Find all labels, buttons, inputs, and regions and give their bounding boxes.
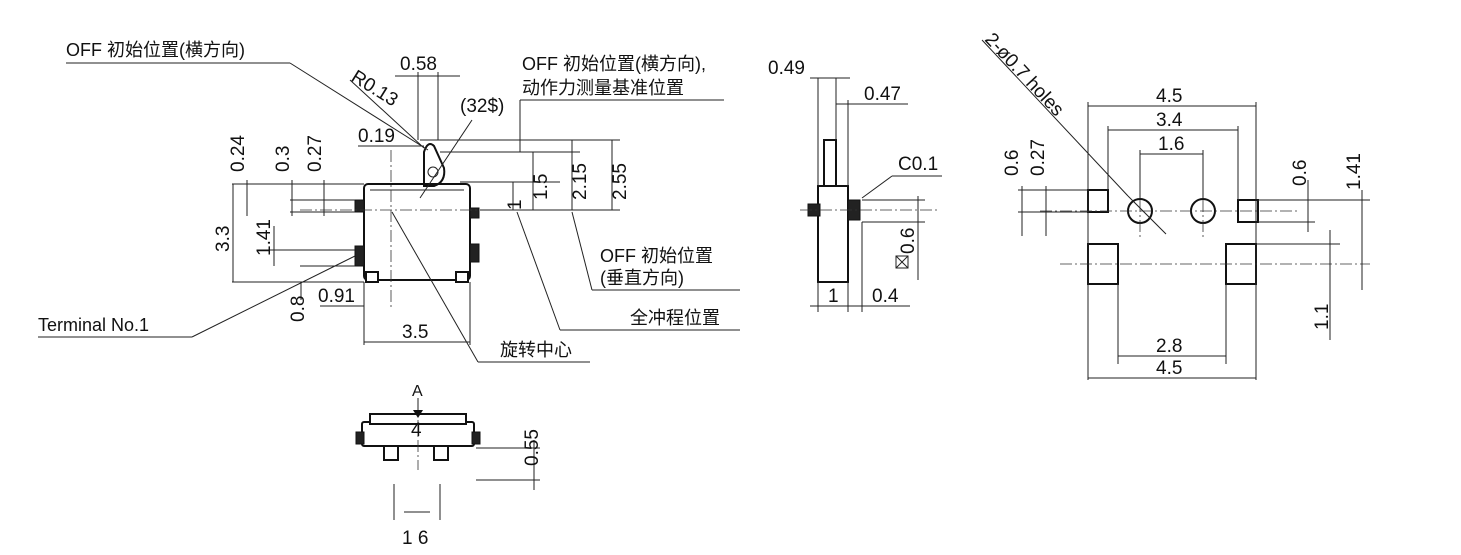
label-off-vertical-2: (垂直方向) — [600, 268, 684, 288]
dim-0-91: 0.91 — [318, 286, 355, 307]
dim-2-55: 2.55 — [610, 163, 631, 200]
label-off-vertical-1: OFF 初始位置 — [600, 246, 713, 266]
label-full-stroke: 全冲程位置 — [630, 308, 720, 328]
side-view — [800, 77, 942, 312]
footprint-view — [981, 39, 1370, 380]
dim-0-24: 0.24 — [228, 135, 249, 172]
dim-0-49: 0.49 — [768, 58, 805, 79]
dim-3-5: 3.5 — [402, 322, 428, 343]
actuator-lever — [423, 143, 446, 187]
dim-1-6-footprint: 1.6 — [1158, 134, 1184, 155]
dim-0-58: 0.58 — [400, 54, 437, 75]
dim-4-5-top: 4.5 — [1156, 86, 1182, 107]
dim-3-4: 3.4 — [1156, 110, 1183, 131]
label-off-horizontal-ref-1: OFF 初始位置(横方向), — [522, 54, 706, 74]
terminal-left-upper — [354, 199, 365, 213]
dim-0-4: 0.4 — [872, 286, 899, 307]
dim-4-5-bottom: 4.5 — [1156, 358, 1182, 379]
dim-1-side: 1 — [828, 286, 839, 307]
label-view-a: A — [412, 383, 423, 400]
label-rotation-center: 旋转中心 — [500, 340, 572, 360]
dim-0-19: 0.19 — [358, 126, 395, 147]
dim-2-8: 2.8 — [1156, 336, 1182, 357]
dim-2-15: 2.15 — [570, 163, 591, 200]
pad-small-right — [1237, 199, 1259, 223]
dim-0-27: 0.27 — [305, 135, 326, 172]
dim-0-6-side: 0.6 — [898, 228, 919, 254]
label-holes: 2-ø0.7 holes — [980, 29, 1067, 121]
terminal-right-lower — [469, 243, 480, 263]
dim-0-47: 0.47 — [864, 84, 901, 105]
dim-0-27-footprint: 0.27 — [1028, 139, 1049, 176]
dim-3-3: 3.3 — [213, 226, 234, 252]
dim-1-6-bottom: 1 6 — [402, 528, 428, 549]
dim-1-41-footprint: 1.41 — [1344, 153, 1365, 190]
dim-0-6-right: 0.6 — [1290, 160, 1311, 186]
dim-0-8: 0.8 — [288, 296, 309, 322]
dim-1: 1 — [505, 199, 526, 210]
terminal-right-upper — [469, 207, 480, 219]
dim-0-6-left: 0.6 — [1002, 150, 1023, 176]
dim-4: 4 — [411, 420, 422, 441]
dim-1-1: 1.1 — [1312, 304, 1333, 330]
dim-1-5: 1.5 — [531, 174, 552, 200]
bottom-view — [355, 398, 540, 520]
dim-0-3: 0.3 — [273, 146, 294, 172]
label-terminal-no1: Terminal No.1 — [38, 315, 149, 335]
label-angle: (32$) — [460, 96, 504, 117]
terminal-left-lower — [354, 245, 365, 267]
switch-body — [363, 183, 471, 281]
dim-1-41: 1.41 — [254, 219, 275, 256]
label-off-horizontal: OFF 初始位置(横方向) — [66, 40, 245, 60]
dim-0-55: 0.55 — [522, 429, 543, 466]
label-off-horizontal-ref-2: 动作力测量基准位置 — [522, 78, 684, 98]
pad-small-left — [1087, 189, 1109, 213]
front-view — [38, 62, 740, 363]
label-chamfer: C0.1 — [898, 154, 938, 175]
